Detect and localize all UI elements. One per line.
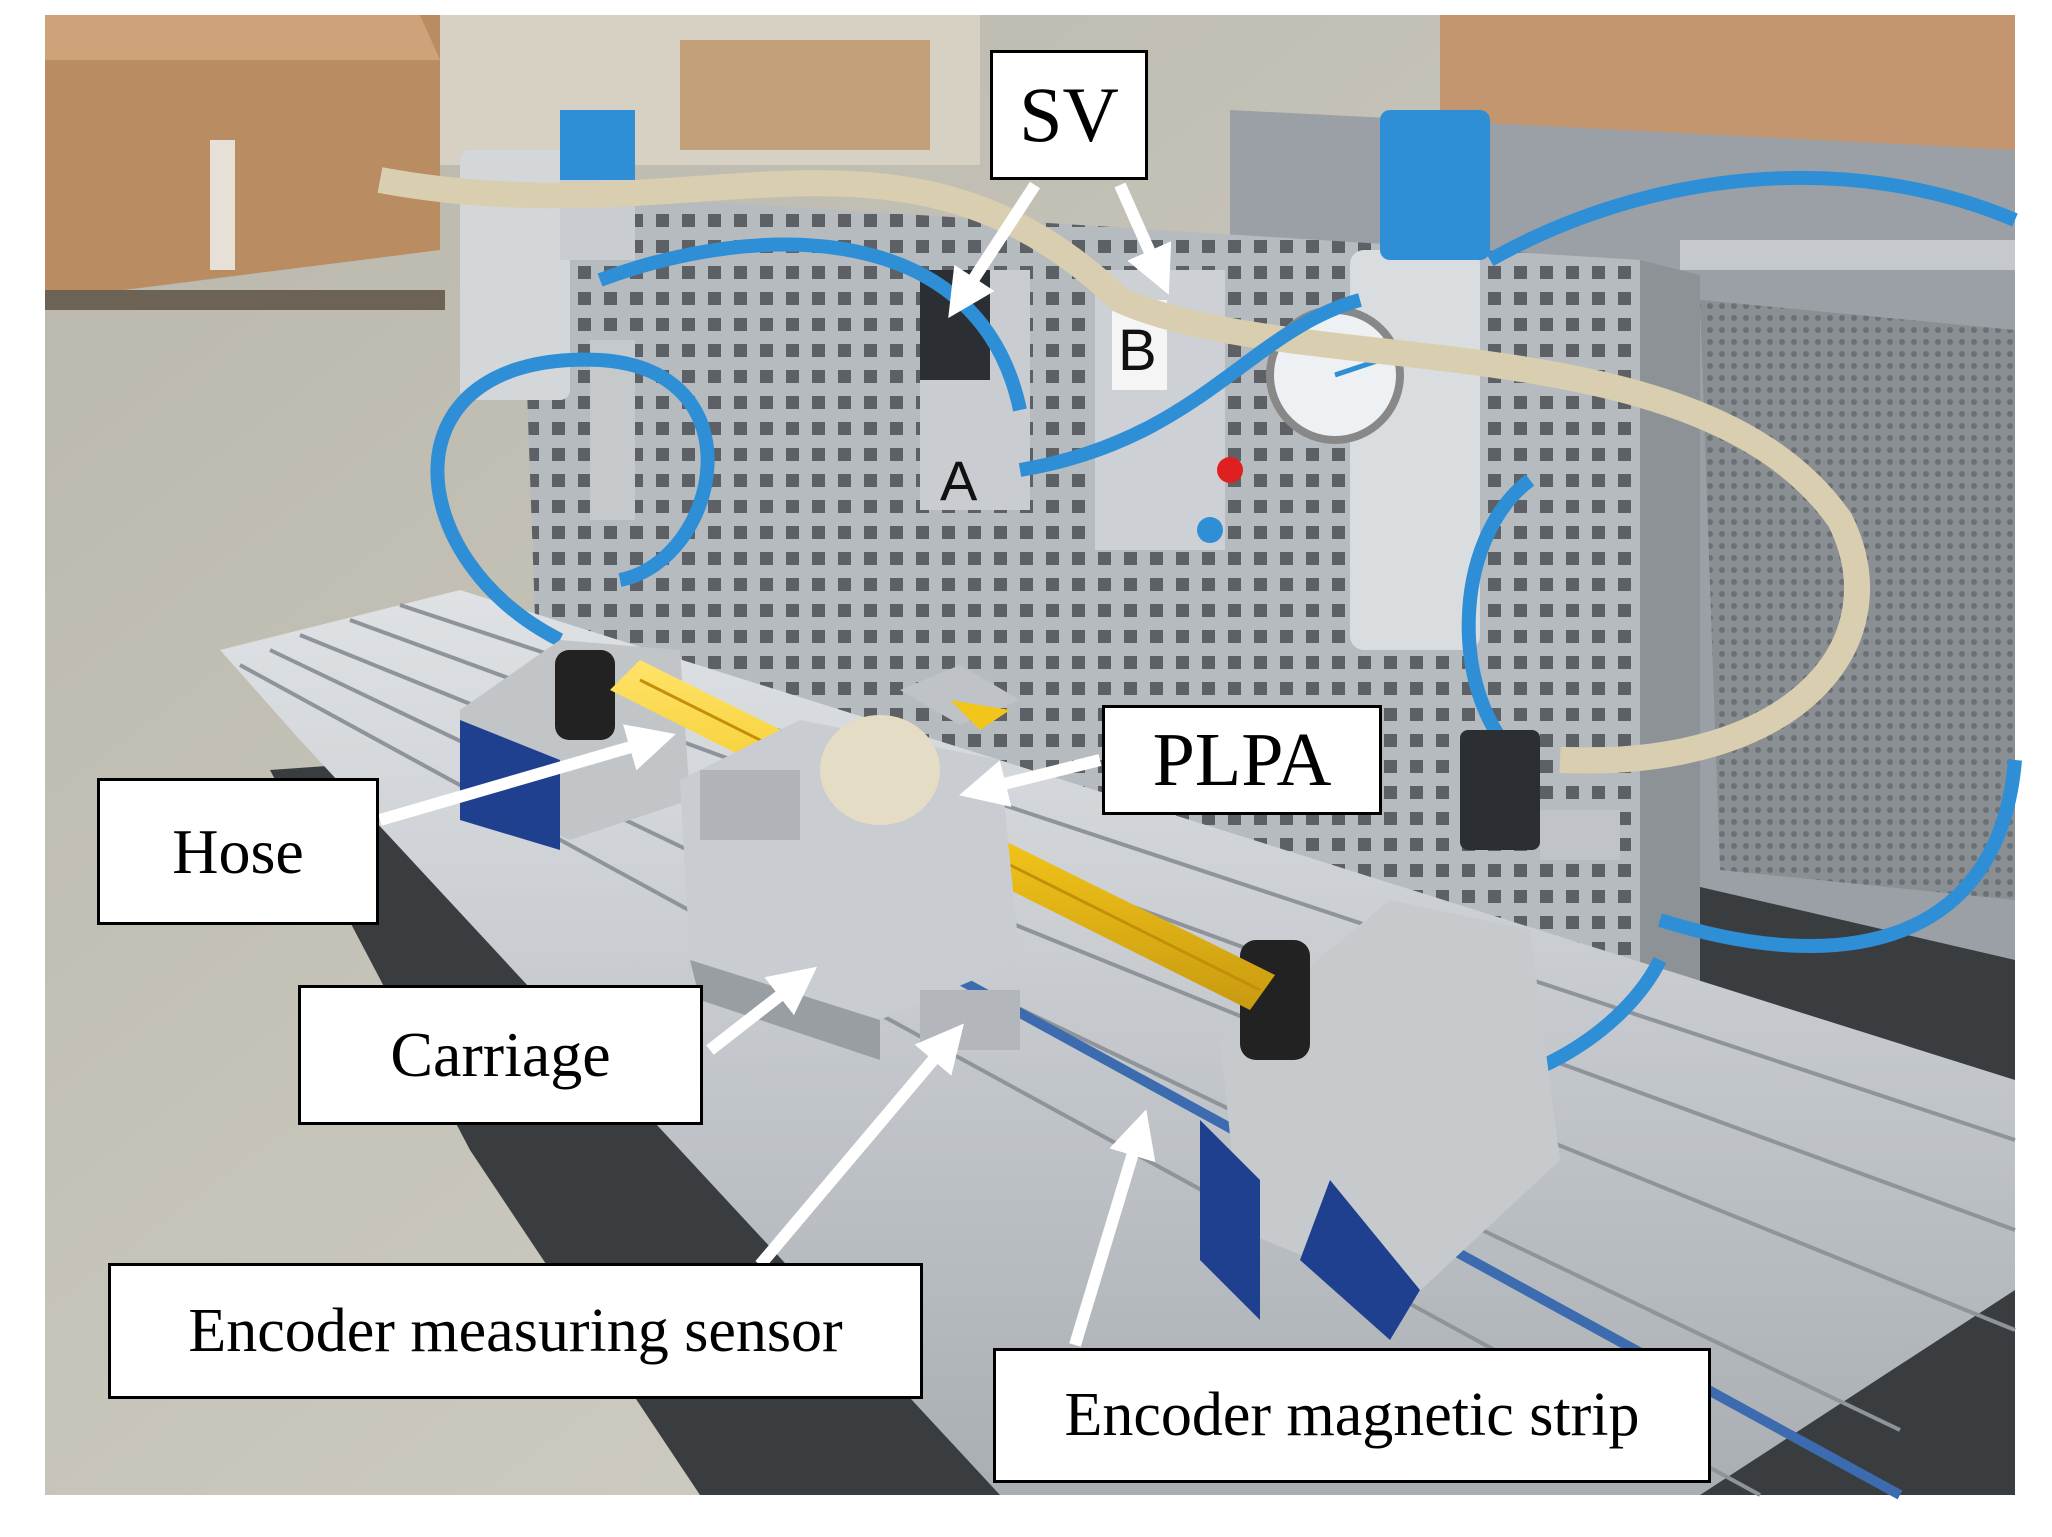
beige-pneumatic-tube [377,167,1870,774]
label-sv: SV [990,50,1148,180]
arrow-encoder-sensor [755,1023,964,1269]
cardboard-box [45,15,440,300]
connector-plug [1460,730,1540,850]
label-carriage: Carriage [298,985,703,1125]
filter-regulator-left [460,150,570,400]
valve-mark-b: B [1118,318,1157,383]
arrow-carriage [706,966,818,1055]
carriage-roller [820,715,940,825]
arrow-encoder-strip [1069,1109,1156,1347]
label-encoder-magnetic-strip: Encoder magnetic strip [993,1348,1711,1483]
valve-mark-a: A [940,449,978,512]
label-encoder-measuring-sensor: Encoder measuring sensor [108,1263,923,1399]
label-hose: Hose [97,778,379,925]
arrow-plpa [959,754,1102,807]
arrow-sv-to-valve-b [1114,182,1172,295]
arrow-hose [378,724,676,826]
arrow-sv-to-valve-a [948,181,1041,319]
label-plpa: PLPA [1102,705,1382,815]
